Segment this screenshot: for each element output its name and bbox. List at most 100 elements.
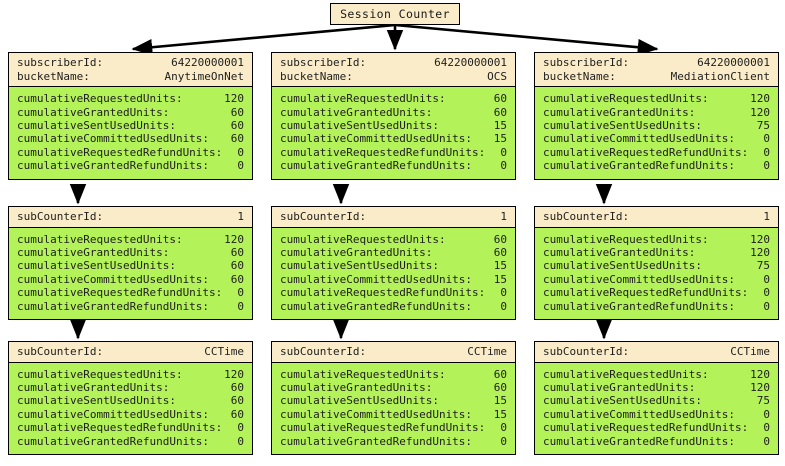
field-label: subscriberId:	[280, 56, 367, 69]
field-label: cumulativeRequestedRefundUnits:	[280, 421, 486, 435]
field-label: cumulativeGrantedUnits:	[543, 246, 696, 259]
field-value: 1	[763, 210, 770, 223]
field-row: cumulativeSentUsedUnits:15	[280, 119, 507, 132]
field-row: cumulativeCommittedUsedUnits:15	[280, 132, 507, 145]
field-row: cumulativeGrantedRefundUnits:0	[17, 435, 244, 448]
record-block-header: subCounterId:1	[9, 207, 252, 228]
field-row: cumulativeGrantedRefundUnits:0	[280, 435, 507, 448]
field-value: AnytimeOnNet	[164, 69, 244, 83]
field-row: cumulativeGrantedRefundUnits:0	[280, 159, 507, 172]
field-value: 1	[237, 210, 244, 223]
record-block-header: subCounterId: CCTime	[272, 342, 515, 363]
field-value: 60	[493, 367, 507, 381]
arrow-title-to-column-1	[131, 23, 396, 56]
field-label: subCounterId:	[17, 345, 104, 358]
field-value: CCTime	[467, 345, 507, 358]
field-row: cumulativeGrantedRefundUnits:0	[280, 300, 507, 313]
field-value: 0	[763, 145, 770, 159]
field-row: cumulativeGrantedUnits:60	[280, 106, 507, 119]
field-label: cumulativeRequestedUnits:	[17, 232, 183, 246]
field-value: 0	[763, 132, 770, 146]
arrow-title-to-column-3	[394, 23, 659, 56]
field-row: cumulativeGrantedRefundUnits:0	[543, 435, 770, 448]
field-row: cumulativeRequestedRefundUnits:0	[280, 286, 507, 299]
field-label: cumulativeGrantedRefundUnits:	[17, 299, 210, 313]
field-value: 0	[763, 421, 770, 435]
field-label: cumulativeGrantedRefundUnits:	[17, 434, 210, 448]
field-value: 60	[230, 246, 244, 259]
field-label: subscriberId:	[543, 56, 630, 69]
field-label: cumulativeSentUsedUnits:	[543, 119, 702, 132]
field-value: 0	[763, 434, 770, 448]
field-row: cumulativeGrantedUnits:120	[543, 106, 770, 119]
field-value: 60	[230, 259, 244, 273]
field-value: 120	[750, 92, 770, 106]
field-label: cumulativeGrantedUnits:	[17, 246, 170, 259]
field-value: 0	[500, 159, 507, 173]
field-row: cumulativeGrantedUnits:60	[17, 381, 244, 394]
field-row: cumulativeCommittedUsedUnits:60	[17, 132, 244, 145]
field-value: 0	[500, 421, 507, 435]
field-row: cumulativeCommittedUsedUnits:15	[280, 273, 507, 286]
field-label: cumulativeRequestedUnits:	[280, 232, 446, 246]
field-row: cumulativeRequestedUnits:120	[543, 233, 770, 246]
field-label: subCounterId:	[280, 345, 367, 358]
field-value: 15	[493, 259, 507, 273]
field-label: cumulativeCommittedUsedUnits:	[543, 272, 736, 286]
field-label: cumulativeCommittedUsedUnits:	[17, 272, 210, 286]
field-value: 0	[237, 159, 244, 173]
field-row: cumulativeRequestedUnits: 120	[543, 92, 770, 105]
field-value: 60	[230, 105, 244, 119]
field-row: cumulativeRequestedRefundUnits: 0	[280, 421, 507, 434]
field-value: 60	[493, 92, 507, 106]
field-value: 15	[493, 119, 507, 132]
field-value: CCTime	[204, 345, 244, 358]
field-label: cumulativeRequestedUnits:	[543, 92, 709, 106]
record-block: subCounterId: CCTime cumulativeRequestedUn…	[8, 341, 253, 456]
record-block: subCounterId:1 cumulativeRequestedUnits: 1…	[8, 206, 253, 321]
field-row: bucketName:AnytimeOnNet	[17, 70, 244, 84]
field-label: cumulativeSentUsedUnits:	[543, 394, 702, 408]
field-label: cumulativeCommittedUsedUnits:	[543, 407, 736, 421]
field-row: cumulativeRequestedRefundUnits:0	[17, 146, 244, 159]
field-value: 0	[763, 272, 770, 286]
field-value: OCS	[487, 69, 507, 83]
field-value: 75	[756, 394, 770, 408]
field-value: 120	[750, 381, 770, 394]
field-row: bucketName:OCS	[280, 70, 507, 84]
field-row: subscriberId:64220000001	[280, 56, 507, 70]
field-label: cumulativeRequestedUnits:	[17, 367, 183, 381]
field-value: 0	[237, 421, 244, 435]
field-value: 60	[230, 407, 244, 421]
field-row: cumulativeRequestedUnits:120	[17, 92, 244, 105]
field-value: 120	[750, 246, 770, 259]
field-row: cumulativeGrantedRefundUnits:0	[543, 300, 770, 313]
field-value: 15	[493, 394, 507, 408]
field-label: cumulativeRequestedRefundUnits:	[543, 421, 749, 435]
field-row: cumulativeGrantedUnits: 60	[17, 246, 244, 259]
field-value: 0	[237, 299, 244, 313]
field-row: cumulativeGrantedUnits:60	[280, 381, 507, 394]
field-value: 0	[237, 286, 244, 300]
field-label: cumulativeGrantedRefundUnits:	[280, 299, 473, 313]
field-row: subCounterId:1	[280, 210, 507, 224]
field-label: cumulativeGrantedUnits:	[280, 246, 433, 259]
field-row: cumulativeGrantedRefundUnits: 0	[17, 300, 244, 313]
field-row: cumulativeSentUsedUnits:60	[17, 259, 244, 272]
field-label: cumulativeCommittedUsedUnits:	[280, 407, 473, 421]
field-label: cumulativeRequestedRefundUnits:	[17, 421, 223, 435]
field-value: 120	[750, 105, 770, 119]
field-label: cumulativeRequestedUnits:	[543, 367, 709, 381]
field-label: cumulativeCommittedUsedUnits:	[280, 132, 473, 146]
field-label: cumulativeSentUsedUnits:	[280, 259, 439, 273]
field-label: cumulativeGrantedUnits:	[280, 105, 433, 119]
field-row: cumulativeSentUsedUnits:75	[543, 119, 770, 132]
